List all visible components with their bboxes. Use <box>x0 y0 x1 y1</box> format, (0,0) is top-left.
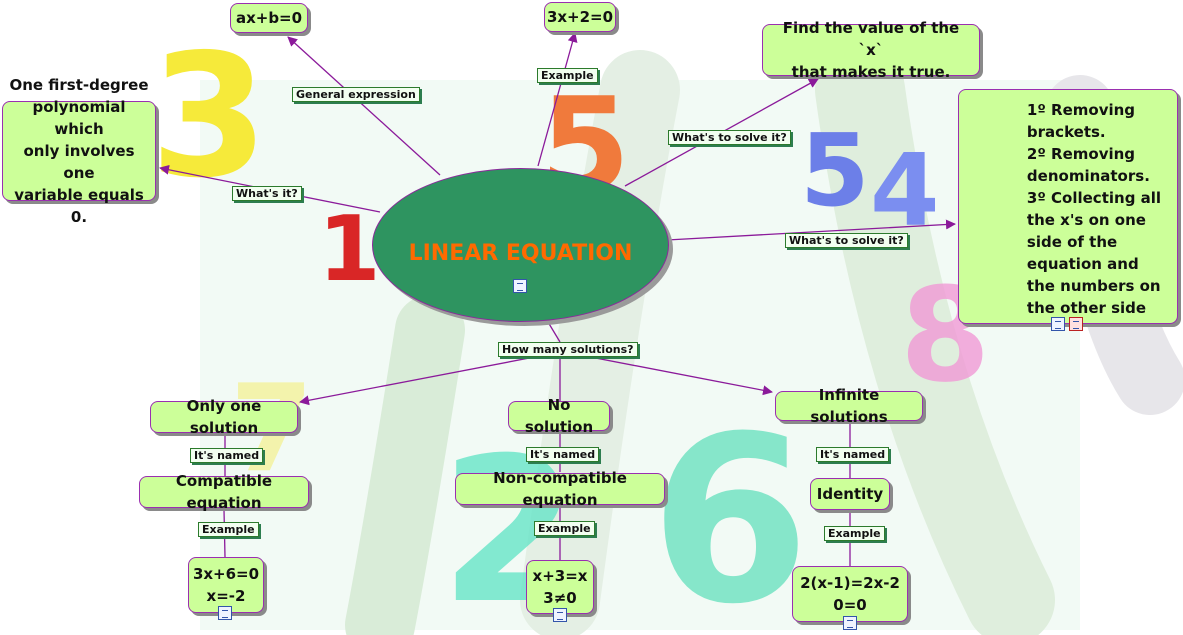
label-whats-to-solve-2: What's to solve it? <box>785 233 908 248</box>
note-icon[interactable] <box>218 606 232 620</box>
label-its-named-3: It's named <box>816 447 890 462</box>
label-whats-it: What's it? <box>232 186 302 201</box>
bg-digit-6: 6 <box>650 388 810 635</box>
label-example-2: Example <box>534 521 595 536</box>
node-example-top[interactable]: 3x+2=0 <box>544 2 616 32</box>
bg-digit-3: 3 <box>150 18 268 216</box>
film-icon[interactable] <box>513 279 527 293</box>
note-icon[interactable] <box>553 608 567 622</box>
label-its-named-2: It's named <box>526 447 600 462</box>
bg-digit-5b: 5 <box>800 112 870 229</box>
node-no-solution[interactable]: No solution <box>508 396 610 436</box>
node-steps[interactable]: 1º Removing brackets. 2º Removing denomi… <box>958 89 1178 324</box>
label-whats-to-solve-1: What's to solve it? <box>668 130 791 145</box>
central-topic-node[interactable]: LINEAR EQUATION <box>372 168 669 322</box>
bg-digit-1: 1 <box>318 197 381 302</box>
bg-digit-4: 4 <box>870 132 940 249</box>
paint-icon[interactable] <box>1051 317 1065 331</box>
node-general-form[interactable]: ax+b=0 <box>230 3 308 33</box>
label-example-top: Example <box>537 68 598 83</box>
node-non-compatible[interactable]: Non-compatible equation <box>455 469 665 509</box>
note-icon[interactable] <box>843 616 857 630</box>
node-example-compatible[interactable]: 3x+6=0 x=-2 <box>188 557 264 613</box>
node-infinite-solutions[interactable]: Infinite solutions <box>775 386 923 426</box>
link-icon[interactable] <box>1069 317 1083 331</box>
node-definition[interactable]: One first-degree polynomial which only i… <box>2 76 156 226</box>
label-example-1: Example <box>198 522 259 537</box>
central-topic-title: LINEAR EQUATION <box>408 241 633 266</box>
label-example-3: Example <box>824 526 885 541</box>
node-identity[interactable]: Identity <box>810 478 890 510</box>
node-only-one-solution[interactable]: Only one solution <box>150 397 298 437</box>
label-how-many-solutions: How many solutions? <box>498 342 638 357</box>
node-example-identity[interactable]: 2(x-1)=2x-2 0=0 <box>792 566 908 622</box>
steps-text: 1º Removing brackets. 2º Removing denomi… <box>1026 100 1162 317</box>
node-example-non-compatible[interactable]: x+3=x 3≠0 <box>526 560 594 614</box>
node-goal[interactable]: Find the value of the `x` that makes it … <box>762 19 980 81</box>
label-its-named-1: It's named <box>190 448 264 463</box>
node-compatible[interactable]: Compatible equation <box>139 472 309 512</box>
label-general-expression: General expression <box>292 87 420 102</box>
